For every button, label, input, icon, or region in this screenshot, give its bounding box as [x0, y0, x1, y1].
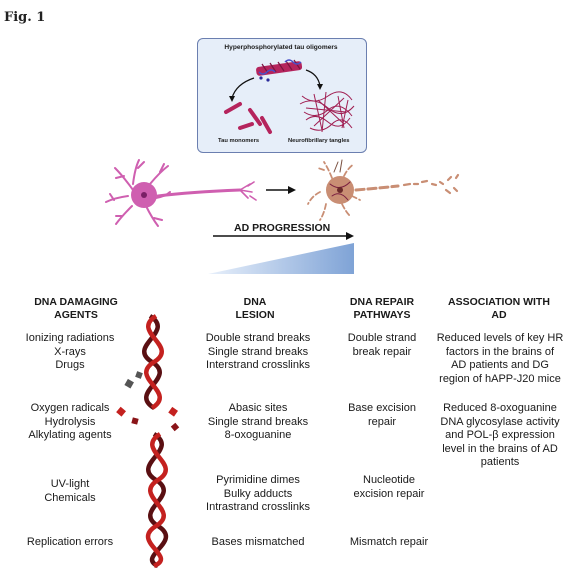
tau-monomer-icon: [224, 102, 272, 134]
row4-repair: Mismatch repair: [349, 536, 429, 548]
row1-association: Reduced levels of key HR factors in the …: [436, 332, 564, 385]
row3-repair: Nucleotide excision repair: [353, 474, 425, 500]
row4-damaging: Replication errors: [26, 536, 114, 548]
row1-lesion: Double strand breaks Single strand break…: [205, 332, 311, 371]
header-dna-lesion: DNA LESION: [235, 296, 275, 321]
inset-arrow-right: [305, 69, 321, 87]
figure-label: Fig. 1: [4, 10, 46, 25]
header-damaging-agents: DNA DAMAGING AGENTS: [34, 296, 118, 321]
row2-repair: Base excision repair: [348, 402, 416, 428]
inset-arrow-left: [231, 77, 255, 99]
tangles-icon: [299, 91, 355, 133]
header-repair-pathways: DNA REPAIR PATHWAYS: [349, 296, 415, 321]
dna-fragments-icon: [116, 371, 180, 432]
row3-damaging: UV-light Chemicals: [44, 478, 96, 504]
tau-oligomer-icon: [256, 59, 303, 82]
inset-right-label: Neurofibrillary tangles: [288, 138, 350, 144]
row2-damaging: Oxygen radicals Hydrolysis Alkylating ag…: [28, 402, 112, 441]
row4-lesion: Bases mismatched: [211, 536, 305, 548]
dna-helix-icon: [142, 314, 168, 569]
progression-label: AD PROGRESSION: [234, 222, 331, 234]
progression-gradient-wedge: [208, 243, 354, 274]
row2-lesion: Abasic sites Single strand breaks 8-oxog…: [207, 402, 309, 441]
healthy-neuron-icon: [105, 159, 257, 227]
inset-title: Hyperphosphorylated tau oligomers: [224, 44, 338, 51]
tau-inset-box: [197, 38, 367, 153]
inset-left-label: Tau monomers: [218, 138, 260, 144]
row3-lesion: Pyrimidine dimes Bulky adducts Intrastra…: [206, 474, 310, 513]
degenerating-neuron-icon: [307, 159, 460, 221]
row1-damaging: Ionizing radiations X-rays Drugs: [25, 332, 115, 371]
header-association-ad: ASSOCIATION WITH AD: [448, 296, 550, 321]
row2-association: Reduced 8-oxoguanine DNA glycosylase act…: [440, 402, 560, 468]
row1-repair: Double strand break repair: [347, 332, 417, 358]
